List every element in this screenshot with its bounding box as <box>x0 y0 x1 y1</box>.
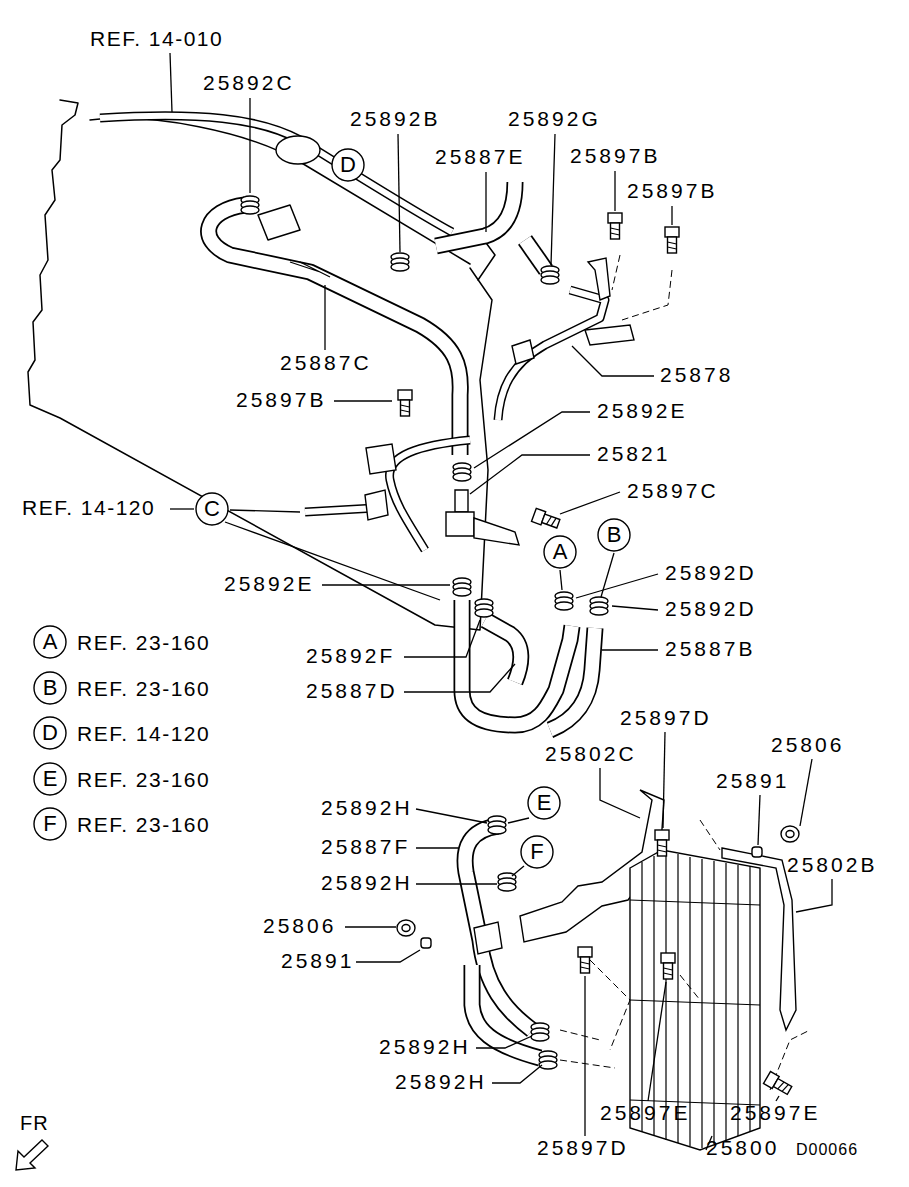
reference-note: REF. 14-120 <box>77 723 210 744</box>
reference-note: REF. 23-160 <box>77 769 210 790</box>
callout-number: 25891 <box>716 770 789 791</box>
reference-letter: B <box>33 671 67 705</box>
callout-number: 25892F <box>306 645 395 666</box>
callout-number: 25897B <box>236 389 326 410</box>
callout-number: 25892H <box>395 1071 487 1092</box>
drawing-number: D00066 <box>796 1142 858 1158</box>
reference-letter: B <box>597 518 631 552</box>
callout-number: 25892D <box>665 598 757 619</box>
reference-letter: A <box>33 625 67 659</box>
reference-letter: A <box>543 535 577 569</box>
callout-number: 25892G <box>508 108 601 129</box>
callout-number: 25887F <box>321 836 410 857</box>
circle-outline: F <box>520 835 554 869</box>
callout-number: 25821 <box>597 443 670 464</box>
reference-note: REF. 14-120 <box>22 497 155 518</box>
callout-number: 25806 <box>263 915 336 936</box>
legend-reference: F REF. 23-160 <box>33 807 210 841</box>
circle-outline: A <box>543 535 577 569</box>
callout-number: 25892H <box>321 872 413 893</box>
callout-number: 25892E <box>224 573 314 594</box>
reference-letter: E <box>33 762 67 796</box>
circle-outline: D <box>33 716 67 750</box>
callout-number: 25892H <box>321 797 413 818</box>
circle-outline: D <box>331 148 365 182</box>
callout-number: 25887E <box>435 146 525 167</box>
callout-number: 25802C <box>545 743 637 764</box>
callout-number: 25887D <box>306 680 398 701</box>
reference-letter: D <box>33 716 67 750</box>
callout-number: 25897C <box>627 480 719 501</box>
circle-outline: B <box>597 518 631 552</box>
callout-number: 25892E <box>597 400 687 421</box>
reference-note: REF. 23-160 <box>77 678 210 699</box>
callout-number: 25806 <box>771 734 844 755</box>
callout-number: 25878 <box>660 364 733 385</box>
legend-reference: D REF. 14-120 <box>33 716 210 750</box>
reference-letter: D <box>331 148 365 182</box>
reference-letter: C <box>195 492 229 526</box>
direction-label: FR <box>20 1113 49 1133</box>
callout-number: 25800 <box>706 1137 779 1158</box>
reference-note: REF. 23-160 <box>77 632 210 653</box>
circle-outline: C <box>195 492 229 526</box>
callout-number: 25897D <box>620 707 712 728</box>
circle-outline: E <box>33 762 67 796</box>
callout-number: 25887C <box>280 352 372 373</box>
reference-note: REF. 23-160 <box>77 814 210 835</box>
reference-circle: C <box>195 492 229 526</box>
callout-number: 25887B <box>665 638 755 659</box>
circle-outline: F <box>33 807 67 841</box>
callout-number: 25897B <box>627 180 717 201</box>
legend-reference: B REF. 23-160 <box>33 671 210 705</box>
legend-reference: A REF. 23-160 <box>33 625 210 659</box>
callout-number: 25897B <box>570 145 660 166</box>
callout-number: 25897E <box>600 1102 690 1123</box>
reference-circle: F <box>520 835 554 869</box>
callout-number: 25892B <box>350 108 440 129</box>
callout-number: 25897D <box>537 1137 629 1158</box>
reference-circle: A <box>543 535 577 569</box>
reference-circle: E <box>527 786 561 820</box>
legend-reference: E REF. 23-160 <box>33 762 210 796</box>
reference-circle: B <box>597 518 631 552</box>
reference-letter: E <box>527 786 561 820</box>
callout-number: 25891 <box>281 950 354 971</box>
circle-outline: A <box>33 625 67 659</box>
circle-outline: E <box>527 786 561 820</box>
callout-number: 25892H <box>379 1036 471 1057</box>
callout-number: 25892D <box>665 562 757 583</box>
reference-letter: F <box>33 807 67 841</box>
callout-number: 25802B <box>787 854 877 875</box>
circle-outline: B <box>33 671 67 705</box>
reference-note: REF. 14-010 <box>90 28 223 49</box>
reference-circle: D <box>331 148 365 182</box>
reference-letter: F <box>520 835 554 869</box>
callout-number: 25892C <box>203 72 295 93</box>
callout-number: 25897E <box>730 1102 820 1123</box>
